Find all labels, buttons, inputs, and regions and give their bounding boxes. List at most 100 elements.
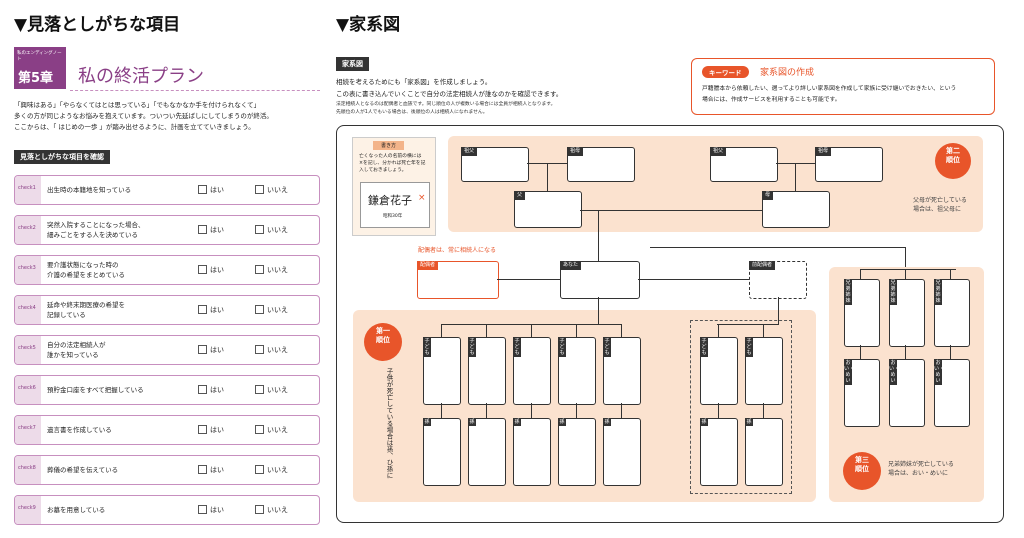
rank3-text: 第三順位 bbox=[855, 456, 869, 473]
yes-checkbox[interactable] bbox=[198, 505, 207, 514]
former-spouse-tag: 前配偶者 bbox=[749, 261, 776, 270]
grandfather-tag-2: 祖父 bbox=[710, 147, 727, 156]
rank1-note: 子供が死亡している場合は孫、ひ孫に bbox=[385, 368, 393, 479]
nephew-niece-card[interactable]: おい・めい bbox=[844, 359, 880, 427]
child-card[interactable]: 子ども bbox=[423, 337, 461, 405]
grandmother-maternal-card[interactable]: 祖母 bbox=[815, 147, 883, 182]
yes-label: はい bbox=[210, 466, 224, 474]
rank3-note-1: 兄弟姉妹が死亡している bbox=[888, 461, 954, 468]
grandchild-tag: 孫 bbox=[513, 418, 521, 426]
nephew-tag: おい・めい bbox=[889, 359, 900, 385]
no-label: いいえ bbox=[267, 506, 288, 514]
connector bbox=[905, 269, 907, 279]
connector bbox=[598, 210, 600, 261]
child-tag: 子ども bbox=[745, 337, 753, 357]
grandchild-tag: 孫 bbox=[603, 418, 611, 426]
grandchild-card[interactable]: 孫 bbox=[603, 418, 641, 486]
grandfather-tag: 祖父 bbox=[461, 147, 478, 156]
rank3-badge: 第三順位 bbox=[843, 452, 881, 490]
grandchild-card[interactable]: 孫 bbox=[423, 418, 461, 486]
check-number: check2 bbox=[18, 225, 36, 231]
sibling-card[interactable]: 兄弟姉妹 bbox=[889, 279, 925, 347]
rank2-note-1: 父母が死亡している bbox=[913, 197, 967, 204]
grandchild-tag: 孫 bbox=[745, 418, 753, 426]
yes-checkbox[interactable] bbox=[198, 345, 207, 354]
connector bbox=[531, 403, 533, 418]
mother-card[interactable]: 母 bbox=[762, 191, 830, 228]
child-card[interactable]: 子ども bbox=[700, 337, 738, 405]
no-checkbox[interactable] bbox=[255, 225, 264, 234]
connector bbox=[950, 345, 952, 359]
no-checkbox[interactable] bbox=[255, 185, 264, 194]
grandmother-paternal-card[interactable]: 祖母 bbox=[567, 147, 635, 182]
no-checkbox[interactable] bbox=[255, 465, 264, 474]
spouse-card[interactable]: 配偶者 bbox=[417, 261, 499, 299]
yes-checkbox[interactable] bbox=[198, 425, 207, 434]
no-checkbox[interactable] bbox=[255, 505, 264, 514]
sample-card: 鎌倉花子 × 昭和30年 bbox=[360, 182, 430, 228]
no-checkbox[interactable] bbox=[255, 345, 264, 354]
grandfather-paternal-card[interactable]: 祖父 bbox=[461, 147, 529, 182]
child-tag: 子ども bbox=[558, 337, 566, 357]
chapter-block: 私のエンディングノート 第5章 bbox=[14, 47, 66, 89]
yes-checkbox[interactable] bbox=[198, 185, 207, 194]
you-card[interactable]: あなた bbox=[560, 261, 640, 299]
no-checkbox[interactable] bbox=[255, 305, 264, 314]
sibling-card[interactable]: 兄弟姉妹 bbox=[934, 279, 970, 347]
sibling-card[interactable]: 兄弟姉妹 bbox=[844, 279, 880, 347]
child-card[interactable]: 子ども bbox=[513, 337, 551, 405]
child-card[interactable]: 子ども bbox=[468, 337, 506, 405]
grandmother-tag-2: 祖母 bbox=[815, 147, 832, 156]
check-text: お墓を用意している bbox=[47, 506, 106, 514]
child-card[interactable]: 子ども bbox=[558, 337, 596, 405]
rank3-note: 兄弟姉妹が死亡している 場合は、おい・めいに bbox=[888, 460, 954, 478]
yes-checkbox[interactable] bbox=[198, 385, 207, 394]
connector bbox=[497, 279, 560, 281]
note-line-2: 先順位の人が1人でもいる場合は、後順位の人は相続人になれません。 bbox=[336, 110, 488, 115]
check-text: 要介護状態になった時の 介護の希望をまとめている bbox=[47, 261, 125, 279]
former-spouse-card[interactable]: 前配偶者 bbox=[749, 261, 807, 299]
no-checkbox[interactable] bbox=[255, 385, 264, 394]
grandchild-card[interactable]: 孫 bbox=[745, 418, 783, 486]
child-card[interactable]: 子ども bbox=[745, 337, 783, 405]
rank2-badge: 第二順位 bbox=[935, 143, 971, 179]
yes-label: はい bbox=[210, 266, 224, 274]
grandchild-card[interactable]: 孫 bbox=[468, 418, 506, 486]
keyword-box: キーワード 家系図の作成 戸籍謄本から依頼したい、遡ってより詳しい家系図を作成し… bbox=[691, 58, 995, 115]
mother-tag: 母 bbox=[762, 191, 774, 200]
no-label: いいえ bbox=[267, 466, 288, 474]
sibling-tag: 兄弟姉妹 bbox=[889, 279, 897, 305]
check-text: 葬儀の希望を伝えている bbox=[47, 466, 119, 474]
nephew-niece-card[interactable]: おい・めい bbox=[889, 359, 925, 427]
former-spouse-children-group bbox=[690, 320, 792, 494]
child-tag: 子ども bbox=[700, 337, 708, 357]
yes-checkbox[interactable] bbox=[198, 225, 207, 234]
grandchild-card[interactable]: 孫 bbox=[700, 418, 738, 486]
yes-checkbox[interactable] bbox=[198, 465, 207, 474]
no-checkbox[interactable] bbox=[255, 425, 264, 434]
yes-label: はい bbox=[210, 226, 224, 234]
child-card[interactable]: 子ども bbox=[603, 337, 641, 405]
grandchild-card[interactable]: 孫 bbox=[558, 418, 596, 486]
yes-checkbox[interactable] bbox=[198, 305, 207, 314]
connector bbox=[576, 403, 578, 418]
no-checkbox[interactable] bbox=[255, 265, 264, 274]
family-tree-notes: 法定相続人となるのは配偶者と血族です。同じ順位の人が複数いる場合には全員が相続人… bbox=[336, 101, 555, 117]
keyword-badge: キーワード bbox=[702, 66, 749, 78]
connector bbox=[598, 310, 600, 325]
nephew-niece-card[interactable]: おい・めい bbox=[934, 359, 970, 427]
grandfather-maternal-card[interactable]: 祖父 bbox=[710, 147, 778, 182]
yes-checkbox[interactable] bbox=[198, 265, 207, 274]
check-tab bbox=[15, 416, 41, 444]
desc-line-2: この表に書き込んでいくことで自分の法定相続人が誰なのかを確認できます。 bbox=[336, 90, 563, 98]
check-text: 遺言書を作成している bbox=[47, 426, 112, 434]
child-tag: 子ども bbox=[423, 337, 431, 357]
grandchild-card[interactable]: 孫 bbox=[513, 418, 551, 486]
chapter-small: 私のエンディングノート bbox=[17, 51, 62, 62]
father-card[interactable]: 父 bbox=[514, 191, 582, 228]
child-tag: 子ども bbox=[603, 337, 611, 357]
grandchild-tag: 孫 bbox=[423, 418, 431, 426]
